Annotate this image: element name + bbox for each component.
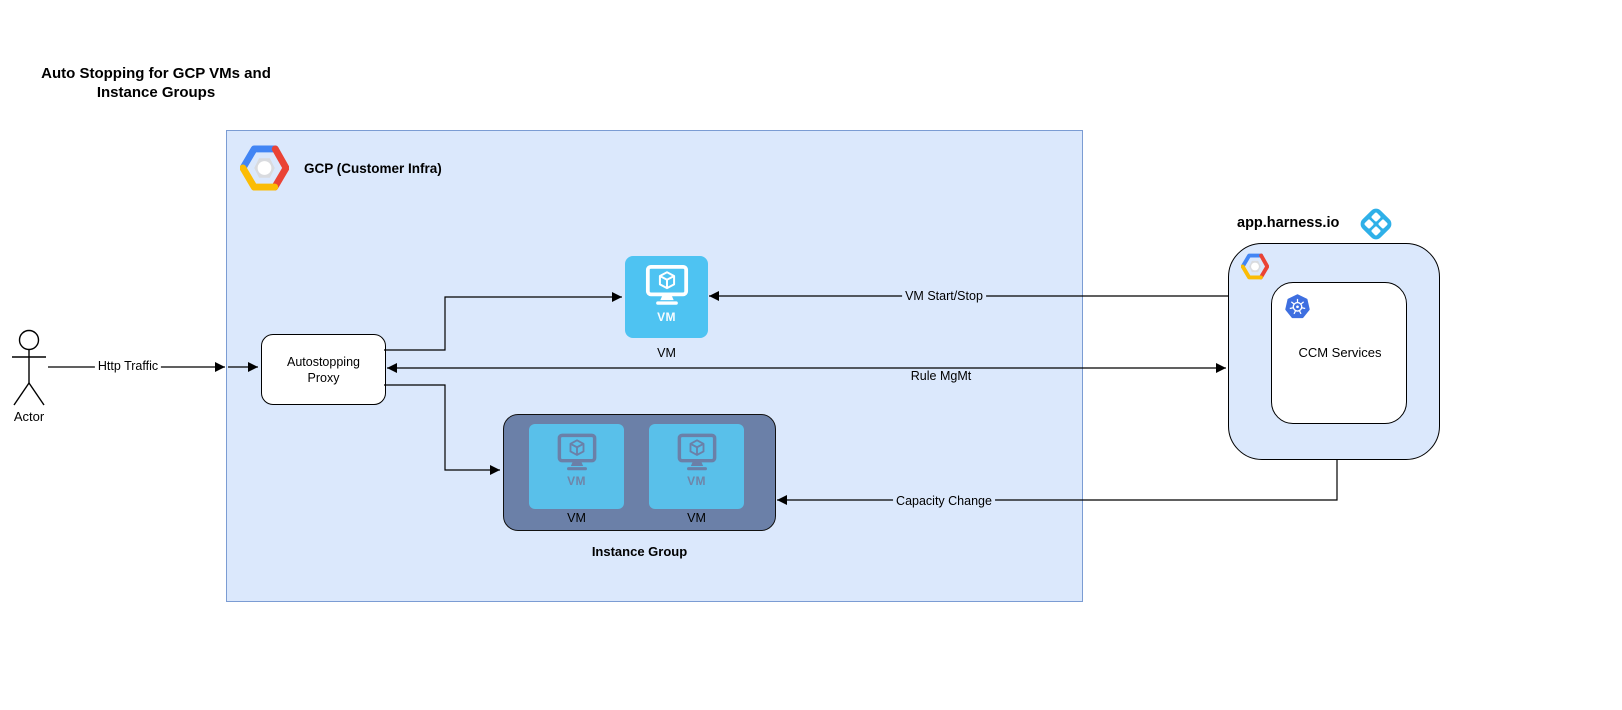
instance-group-vm-tile-text: VM [687,474,706,488]
vm-tile-text: VM [657,310,676,324]
vm-node: VM [625,256,708,338]
instance-group-vm-caption: VM [687,511,706,525]
edge-label-capacity-change: Capacity Change [893,494,995,508]
autostopping-proxy-node: Autostopping Proxy [261,334,386,405]
ccm-services-label: CCM Services [1298,345,1382,360]
gcp-logo-icon-small [1241,253,1269,280]
instance-group-vm-node: VM [649,424,744,509]
instance-group-vm-node: VM [529,424,624,509]
edge-label-http-traffic: Http Traffic [94,359,162,373]
vm-monitor-icon [645,264,688,305]
gcp-customer-infra-container: GCP (Customer Infra) Autostopping Proxy … [226,130,1083,602]
ccm-services-node: CCM Services [1271,282,1407,424]
diagram-title: Auto Stopping for GCP VMs and Instance G… [41,65,271,101]
vm-caption: VM [657,346,676,360]
actor-icon [12,329,46,406]
actor-label: Actor [13,409,45,424]
vm-monitor-icon [677,433,716,471]
harness-url-label: app.harness.io [1237,215,1340,231]
autostopping-proxy-label: Autostopping Proxy [287,354,360,385]
edge-label-rule-mgmt: Rule MgMt [910,369,972,383]
edge-label-vm-start-stop: VM Start/Stop [902,289,986,303]
instance-group-container: VM VM VM VM [503,414,776,531]
kubernetes-icon [1285,294,1310,319]
harness-container: CCM Services [1228,243,1440,460]
instance-group-vm-caption: VM [567,511,586,525]
instance-group-caption: Instance Group [591,544,688,559]
instance-group-vm-tile-text: VM [567,474,586,488]
gcp-container-label: GCP (Customer Infra) [304,161,442,176]
harness-logo-icon [1360,208,1392,240]
vm-monitor-icon [557,433,596,471]
gcp-logo-icon [240,145,289,191]
